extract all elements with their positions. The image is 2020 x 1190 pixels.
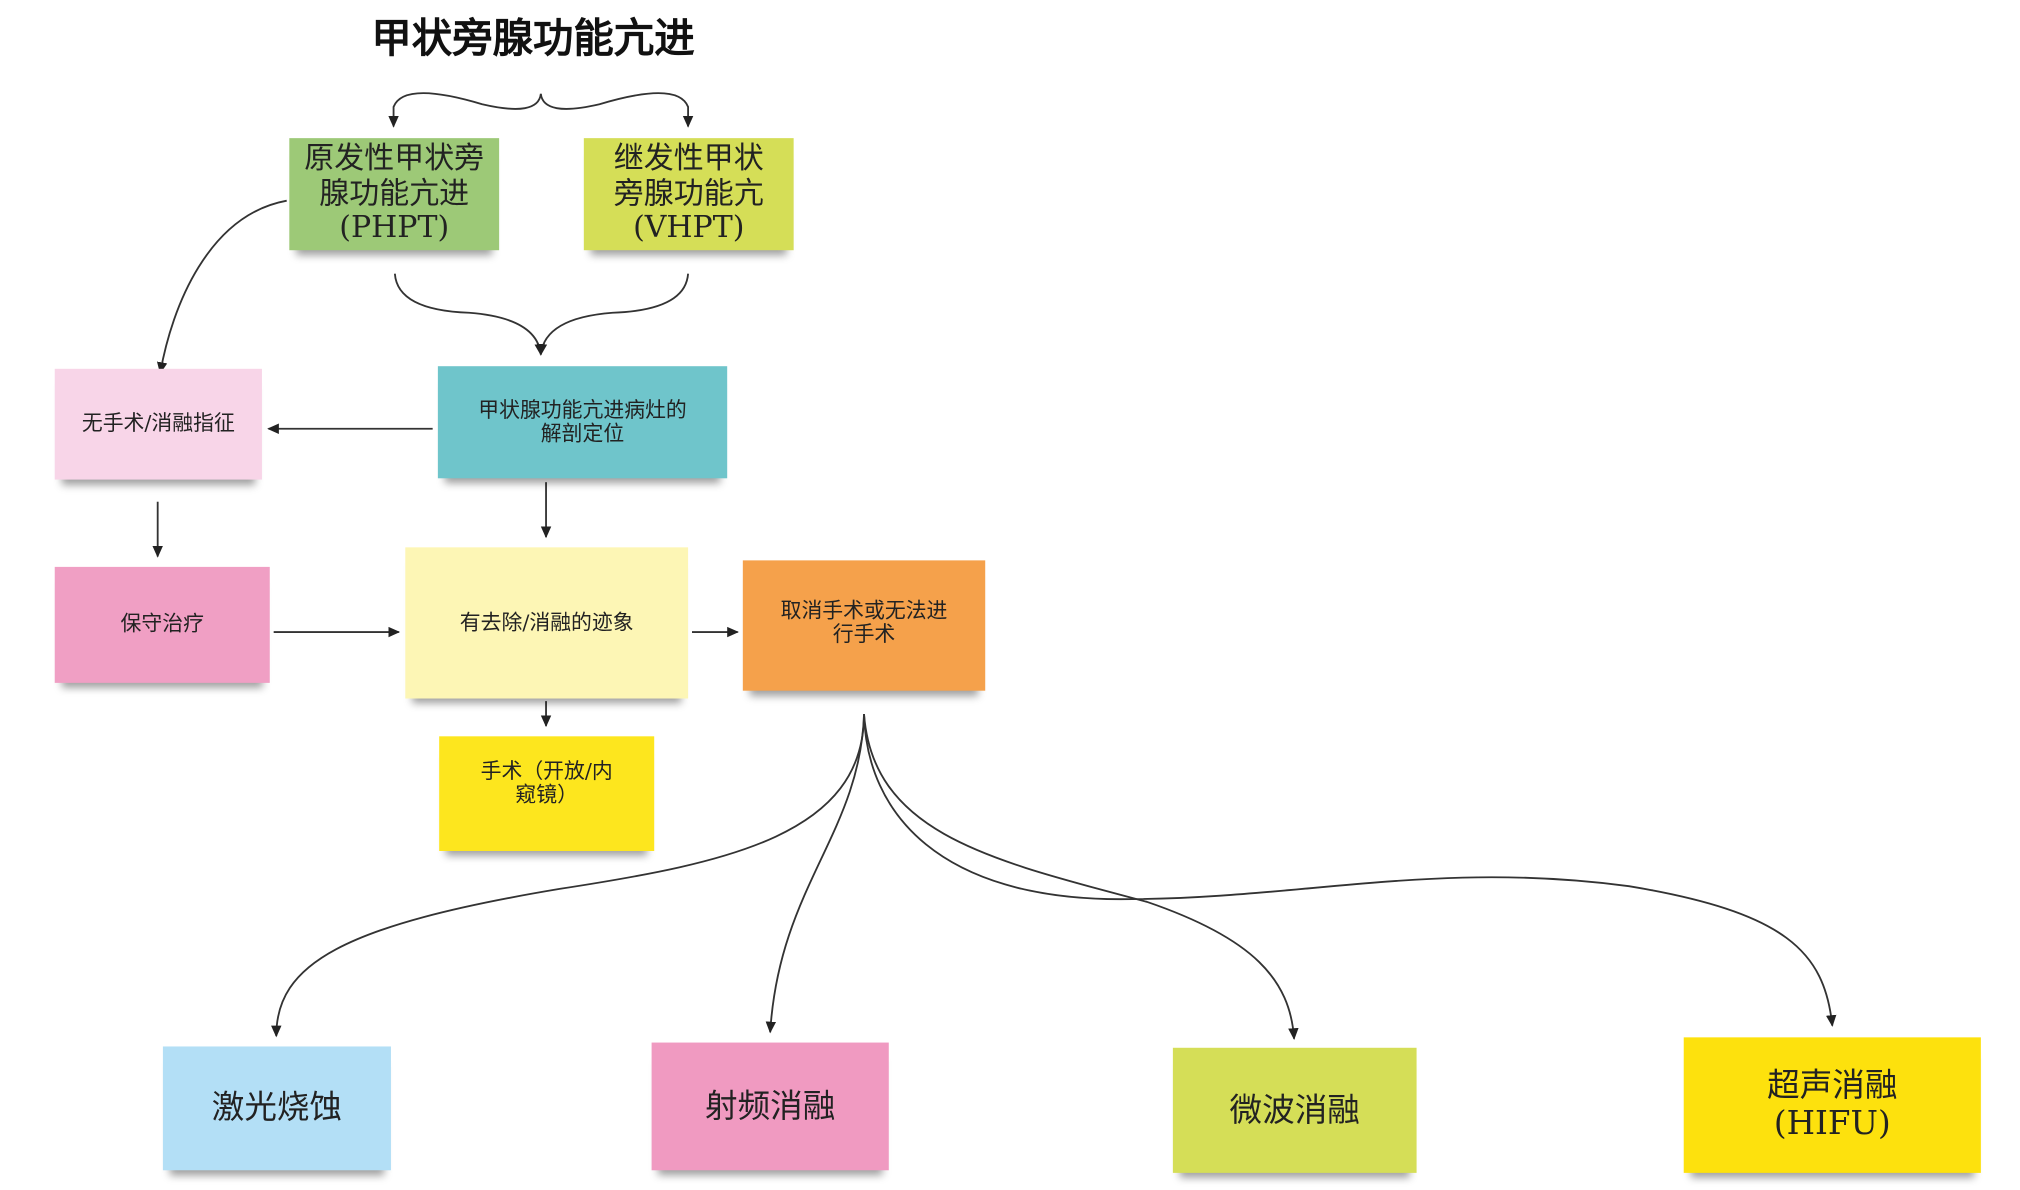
node-label: 手术（开放/内 窥镜）	[480, 758, 613, 808]
node-localization: 甲状腺功能亢进病灶的 解剖定位	[437, 366, 728, 479]
arrow-to-microwave	[863, 714, 1299, 1040]
node-cancel-surgery: 取消手术或无法进 行手术	[742, 560, 986, 691]
node-label: 超声消融 (HIFU)	[1767, 1066, 1898, 1142]
node-label: 取消手术或无法进 行手术	[780, 598, 948, 647]
arrow-to-rfa	[765, 714, 865, 1034]
node-label: 有去除/消融的迹象	[459, 609, 634, 635]
node-label: 保守治疗	[120, 611, 204, 637]
node-indication: 有去除/消融的迹象	[405, 547, 689, 699]
node-label: 激光烧蚀	[211, 1088, 343, 1127]
brace-bottom-right	[536, 273, 689, 356]
node-no-indication: 无手术/消融指征	[54, 368, 262, 480]
node-label: 射频消融	[705, 1086, 836, 1125]
node-label: 原发性甲状旁 腺功能亢进 (PHPT)	[304, 142, 485, 246]
node-rfa: 射频消融	[651, 1042, 889, 1171]
node-label: 继发性甲状 旁腺功能亢 (VHPT)	[613, 142, 764, 246]
node-label: 微波消融	[1229, 1090, 1360, 1129]
node-vhpt: 继发性甲状 旁腺功能亢 (VHPT)	[583, 138, 794, 251]
node-label: 无手术/消融指征	[81, 410, 235, 436]
arrow-to-laser	[271, 714, 865, 1038]
node-phpt: 原发性甲状旁 腺功能亢进 (PHPT)	[289, 138, 500, 251]
brace-bottom-left	[393, 273, 545, 356]
node-surgery: 手术（开放/内 窥镜）	[439, 736, 655, 851]
node-laser: 激光烧蚀	[162, 1046, 391, 1171]
node-conservative: 保守治疗	[54, 566, 270, 683]
arrow-phpt-to-no-indication	[156, 199, 287, 374]
node-hifu: 超声消融 (HIFU)	[1683, 1037, 1981, 1173]
brace-top-right	[539, 92, 694, 128]
brace-top-left	[388, 92, 542, 128]
node-label: 甲状腺功能亢进病灶的 解剖定位	[478, 396, 687, 446]
node-microwave: 微波消融	[1172, 1047, 1417, 1173]
arrow-to-hifu	[863, 714, 1837, 1027]
page-title: 甲状旁腺功能亢进	[371, 15, 695, 63]
